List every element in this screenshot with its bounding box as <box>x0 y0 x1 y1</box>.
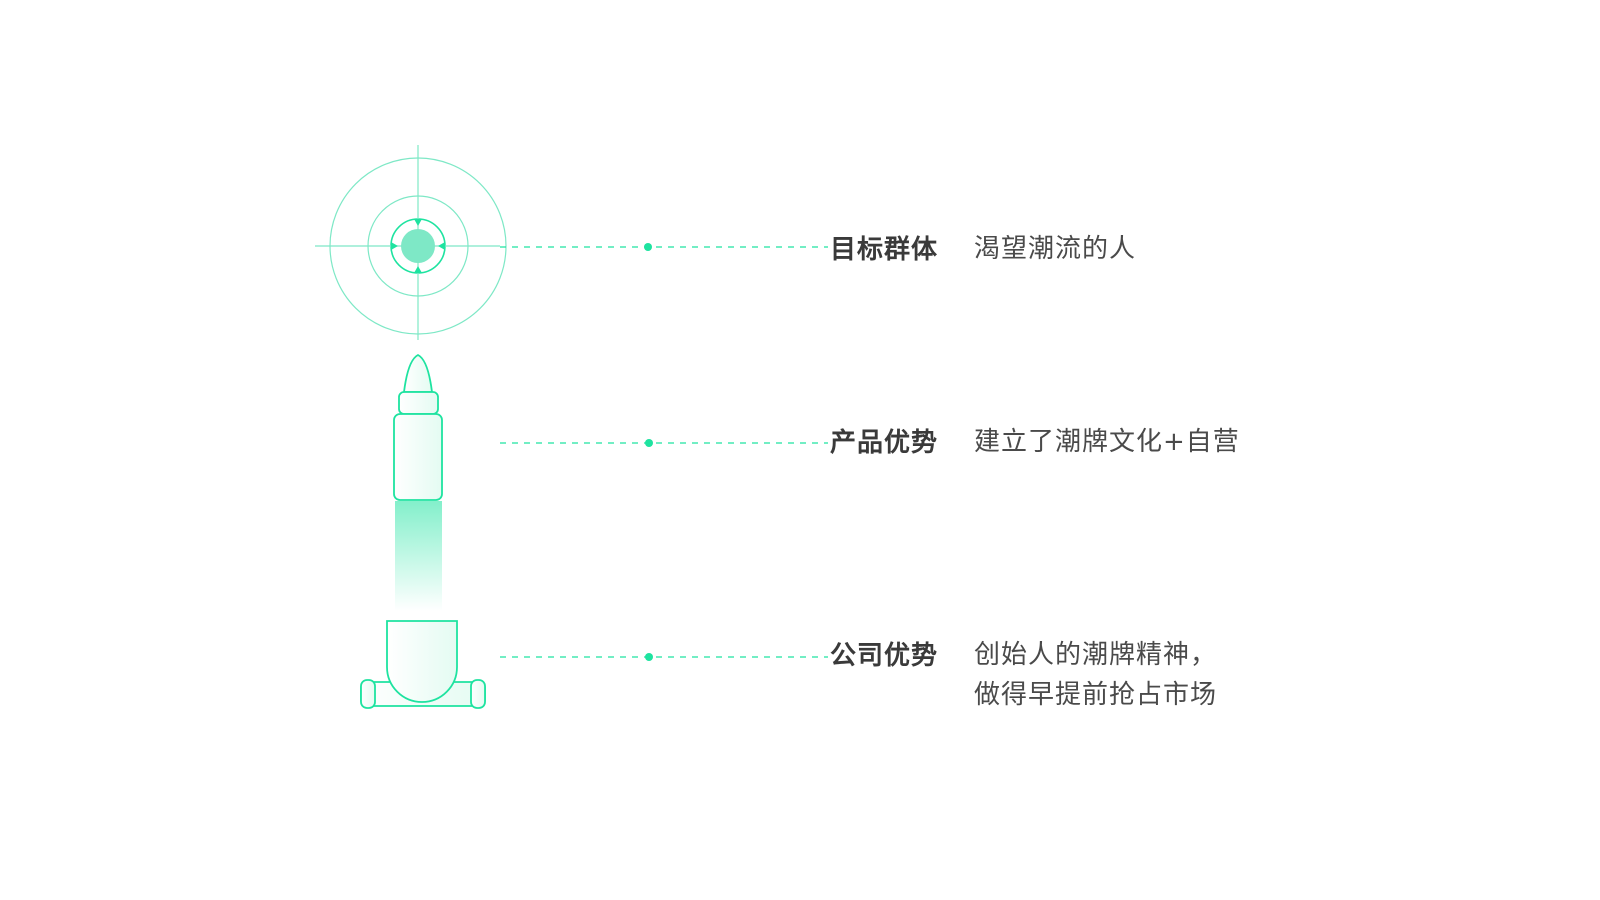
row-label-company: 公司优势 <box>830 641 939 671</box>
row-label-target: 目标群体 <box>830 235 939 265</box>
row-desc-company-line2: 做得早提前抢占市场 <box>974 680 1218 710</box>
row-label-product: 产品优势 <box>830 428 939 458</box>
row-desc-company-line1: 创始人的潮牌精神， <box>974 640 1218 670</box>
target-icon <box>315 145 507 340</box>
row-desc-target: 渴望潮流的人 <box>974 234 1137 264</box>
rocket-icon <box>393 353 443 501</box>
connector-dots <box>644 243 653 661</box>
launch-pad-icon <box>360 620 486 709</box>
row-desc-product: 建立了潮牌文化+自营 <box>974 427 1240 457</box>
rocket-flame <box>395 501 442 611</box>
connector-lines <box>500 246 828 658</box>
